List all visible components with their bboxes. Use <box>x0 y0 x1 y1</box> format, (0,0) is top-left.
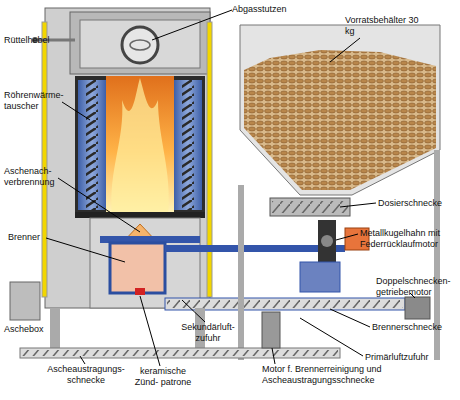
part-label: Primärluftzufuhr <box>365 352 455 363</box>
part-label: Aschenach- verbrennung <box>4 166 66 188</box>
part-label: Sekundärluft- zufuhr <box>175 322 241 344</box>
part-label: Brennerschnecke <box>372 322 457 333</box>
part-label: keramische Zünd- patrone <box>130 366 196 388</box>
part-label: Motor f. Brennerreinigung und Ascheaustr… <box>262 364 392 386</box>
part-label: Aschebox <box>4 324 54 335</box>
part-label: Doppelschnecken- getriebemotor <box>376 276 458 298</box>
part-label: Dosierschnecke <box>378 198 458 209</box>
part-label: Abgasstutzen <box>232 4 322 15</box>
part-label: Rüttelhebel <box>4 35 64 46</box>
part-label: Ascheaustragungs- schnecke <box>40 364 132 386</box>
part-label: Vorratsbehälter 30 kg <box>345 15 425 37</box>
part-label: Brenner <box>8 232 58 243</box>
part-label: Röhrenwärme- tauscher <box>4 90 70 112</box>
part-label: Metallkugelhahn mit Federrücklaufmotor <box>360 228 458 250</box>
